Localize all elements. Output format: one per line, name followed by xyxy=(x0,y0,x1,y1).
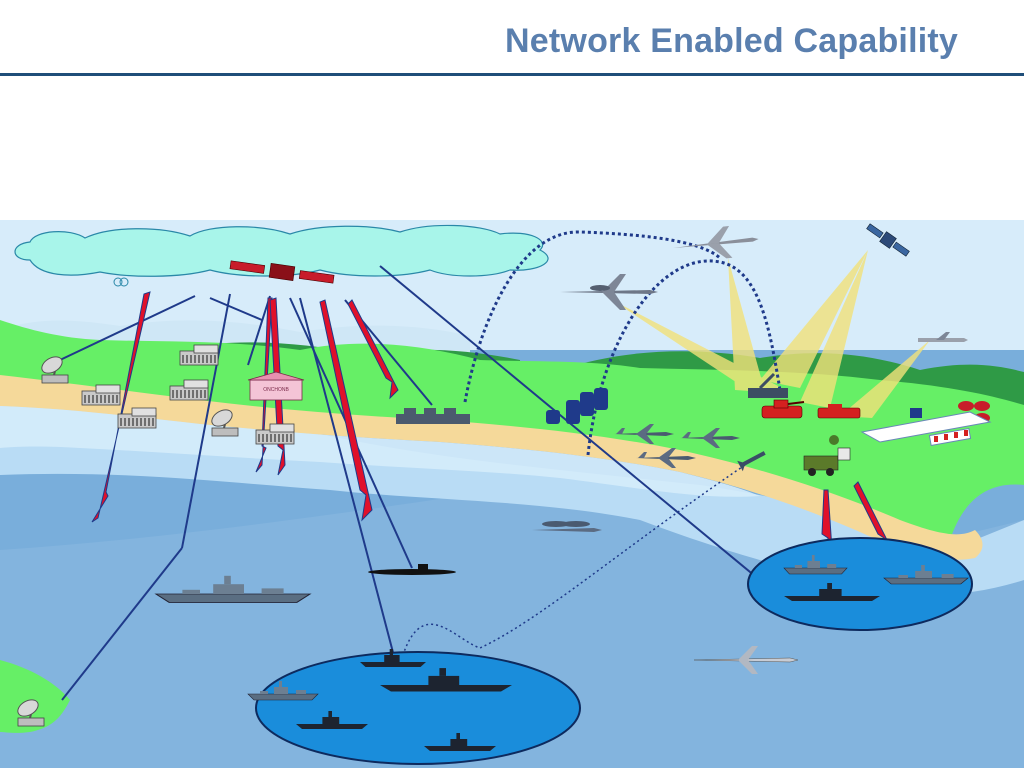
tiltrotor-icon xyxy=(532,521,602,532)
airfield-icon xyxy=(860,411,992,446)
network-scene-illustration: ONCHONB xyxy=(0,220,1024,768)
satellite-icon xyxy=(229,260,335,284)
uav-icon xyxy=(918,332,968,342)
network-cloud xyxy=(14,224,549,287)
armored-vehicle-icon xyxy=(817,404,861,419)
page-title: Network Enabled Capability xyxy=(505,22,958,60)
hq-sign: ONCHONB xyxy=(263,387,289,393)
supply-depot-icon xyxy=(910,408,922,418)
radar-vehicle-icon xyxy=(803,435,851,476)
missile-launcher-icon xyxy=(748,372,788,398)
satellite-icon xyxy=(866,223,910,257)
artillery-battery-icon xyxy=(396,408,470,424)
sensor-beams xyxy=(612,250,930,418)
data-arcs xyxy=(399,230,782,666)
hq-building: ONCHONB xyxy=(247,371,305,401)
ground-station-land xyxy=(0,660,70,733)
beach xyxy=(0,375,983,560)
cruise-missile-icon xyxy=(737,451,766,472)
awacs-aircraft-icon xyxy=(560,274,658,310)
tank-icon xyxy=(761,399,805,419)
fuel-silo-icon xyxy=(546,388,608,424)
carrier-group-circle xyxy=(255,651,581,765)
title-divider xyxy=(0,73,1024,76)
maritime-patrol-aircraft-icon xyxy=(693,646,799,674)
submarine-icon xyxy=(368,564,456,575)
recon-aircraft-icon xyxy=(673,225,759,259)
surface-group-circle xyxy=(747,537,973,631)
